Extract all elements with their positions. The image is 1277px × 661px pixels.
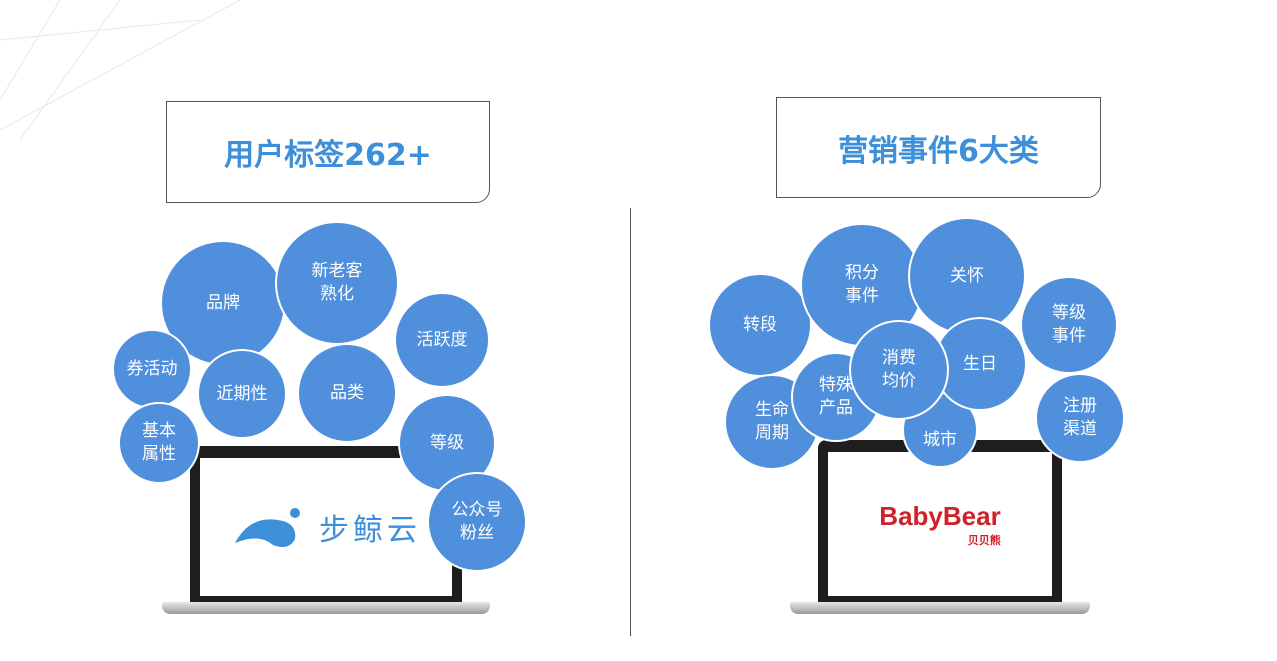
event-bubble-care: 关怀 [908, 217, 1026, 335]
divider [630, 208, 631, 636]
laptop-base [162, 602, 490, 614]
laptop-base [790, 602, 1090, 614]
tag-bubble-coupon: 券活动 [112, 329, 192, 409]
right-title-box: 营销事件6大类 [776, 97, 1101, 198]
tag-bubble-customer: 新老客 熟化 [275, 221, 399, 345]
logo-en: BabyBear [879, 500, 1001, 531]
tag-bubble-recency: 近期性 [197, 349, 287, 439]
tag-bubble-category: 品类 [297, 343, 397, 443]
whale-icon [235, 508, 300, 547]
left-title-box: 用户标签262+ [166, 101, 490, 203]
decorative-lines [0, 0, 241, 140]
event-bubble-level: 等级 事件 [1020, 276, 1118, 374]
tag-bubble-fans: 公众号 粉丝 [427, 472, 527, 572]
event-bubble-transition: 转段 [708, 273, 812, 377]
tag-bubble-basic: 基本 属性 [118, 402, 200, 484]
tag-bubble-activity: 活跃度 [394, 292, 490, 388]
event-bubble-channel: 注册 渠道 [1035, 373, 1125, 463]
logo-cn: 贝贝熊 [967, 533, 1001, 547]
logo-text: 步鲸云 [319, 513, 421, 548]
event-bubble-avg-spend: 消费 均价 [849, 320, 949, 420]
babybear-logo: BabyBear 贝贝熊 [828, 452, 1052, 596]
bujingyun-logo: 步鲸云 [200, 458, 452, 596]
